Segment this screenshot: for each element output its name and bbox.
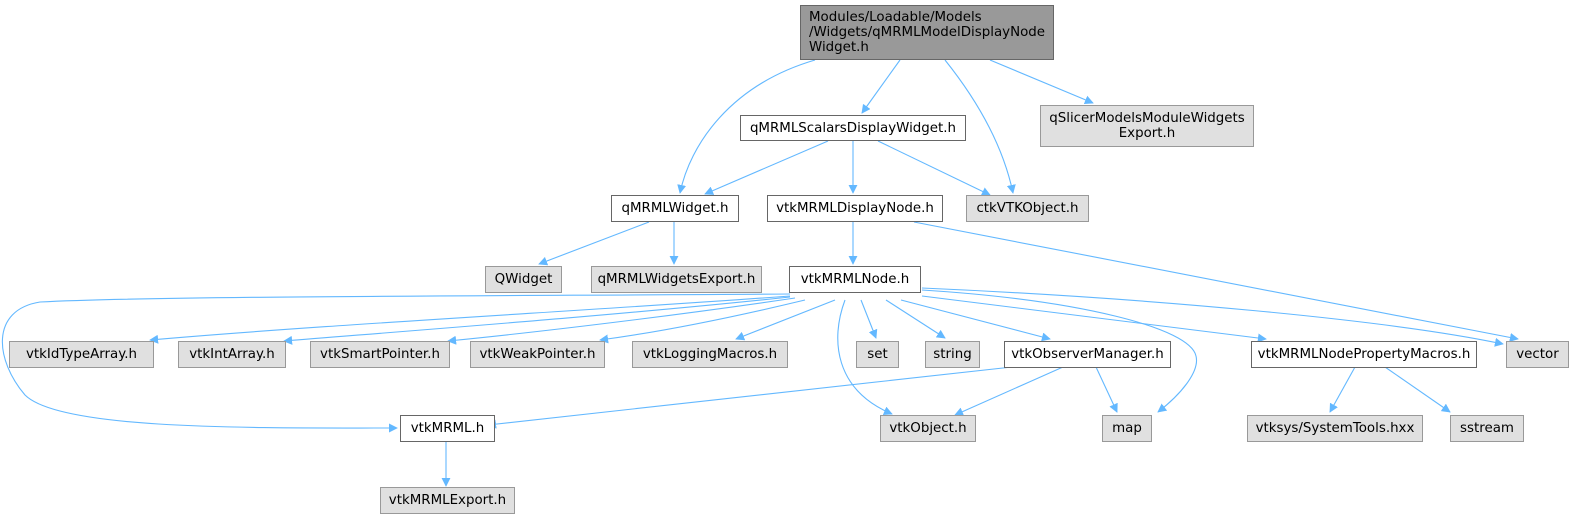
node-vtkmrml-node-property-macros[interactable]: vtkMRMLNodePropertyMacros.h [1251, 341, 1477, 368]
edge-widget-to-qwidget [538, 221, 650, 266]
node-vtkobservermanager[interactable]: vtkObserverManager.h [1004, 341, 1171, 368]
node-string[interactable]: string [925, 341, 980, 368]
edge-node-to-smartpointer [447, 297, 796, 345]
edge-node-to-map [921, 289, 1198, 413]
edge-node-to-weakpointer [599, 299, 806, 344]
node-map[interactable]: map [1102, 415, 1152, 442]
edge-observer-to-vtkobject [954, 366, 1064, 416]
node-qslicer-models-module-widgets-export[interactable]: qSlicerModelsModuleWidgets Export.h [1040, 105, 1254, 147]
edge-node-to-property-macros [921, 295, 1267, 343]
node-ctkvtkobject[interactable]: ctkVTKObject.h [966, 195, 1089, 222]
edge-root-to-ctkvtkobject [944, 59, 1016, 194]
edge-node-to-idtypearray [149, 295, 791, 344]
edge-observer-to-map [1095, 366, 1118, 413]
edge-node-to-intarray [283, 296, 791, 345]
edge-observer-to-vtkmrml [487, 366, 1013, 429]
node-root-header[interactable]: Modules/Loadable/Models /Widgets/qMRMLMo… [800, 5, 1054, 60]
edge-scalars-to-qmrml-widget [704, 140, 829, 195]
edge-root-to-qmrml-scalars [861, 59, 901, 114]
edge-root-to-qmrml-widget [677, 59, 816, 194]
node-vtkloggingmacros[interactable]: vtkLoggingMacros.h [632, 341, 788, 368]
node-vtkmrml[interactable]: vtkMRML.h [400, 415, 495, 442]
edge-root-to-qslicer-export [989, 59, 1094, 105]
node-vtkobject[interactable]: vtkObject.h [880, 415, 976, 442]
node-qmrml-widgets-export[interactable]: qMRMLWidgetsExport.h [591, 266, 762, 293]
node-vtkmrml-display-node[interactable]: vtkMRMLDisplayNode.h [767, 195, 943, 222]
node-qwidget[interactable]: QWidget [485, 266, 562, 293]
node-qmrml-widget[interactable]: qMRMLWidget.h [611, 195, 739, 222]
edge-macros-to-systemtools [1329, 366, 1356, 413]
node-vector[interactable]: vector [1506, 341, 1569, 368]
node-vtksys-systemtools[interactable]: vtksys/SystemTools.hxx [1247, 415, 1423, 442]
edge-node-to-vtkmrml [1, 293, 791, 433]
edge-node-to-set [860, 299, 878, 339]
edge-node-to-string [885, 299, 946, 339]
node-vtksmartpointer[interactable]: vtkSmartPointer.h [310, 341, 450, 368]
node-vtkweakpointer[interactable]: vtkWeakPointer.h [470, 341, 605, 368]
edge-display-node-to-vector [913, 221, 1519, 342]
edge-macros-to-sstream [1384, 366, 1451, 413]
edge-node-to-observermanager [900, 299, 1051, 342]
edge-node-to-loggingmacros [735, 299, 836, 341]
node-vtkmrml-node[interactable]: vtkMRMLNode.h [789, 266, 921, 293]
edge-node-to-vector [921, 287, 1504, 347]
node-vtkidtypearray[interactable]: vtkIdTypeArray.h [9, 341, 154, 368]
node-vtkintarray[interactable]: vtkIntArray.h [178, 341, 286, 368]
node-vtkmrml-export[interactable]: vtkMRMLExport.h [380, 487, 515, 514]
node-sstream[interactable]: sstream [1450, 415, 1524, 442]
edge-scalars-to-ctkvtkobject [877, 140, 991, 196]
edge-node-to-vtkobject [837, 299, 893, 415]
node-set[interactable]: set [856, 341, 899, 368]
node-qmrml-scalars-display-widget[interactable]: qMRMLScalarsDisplayWidget.h [740, 115, 966, 141]
